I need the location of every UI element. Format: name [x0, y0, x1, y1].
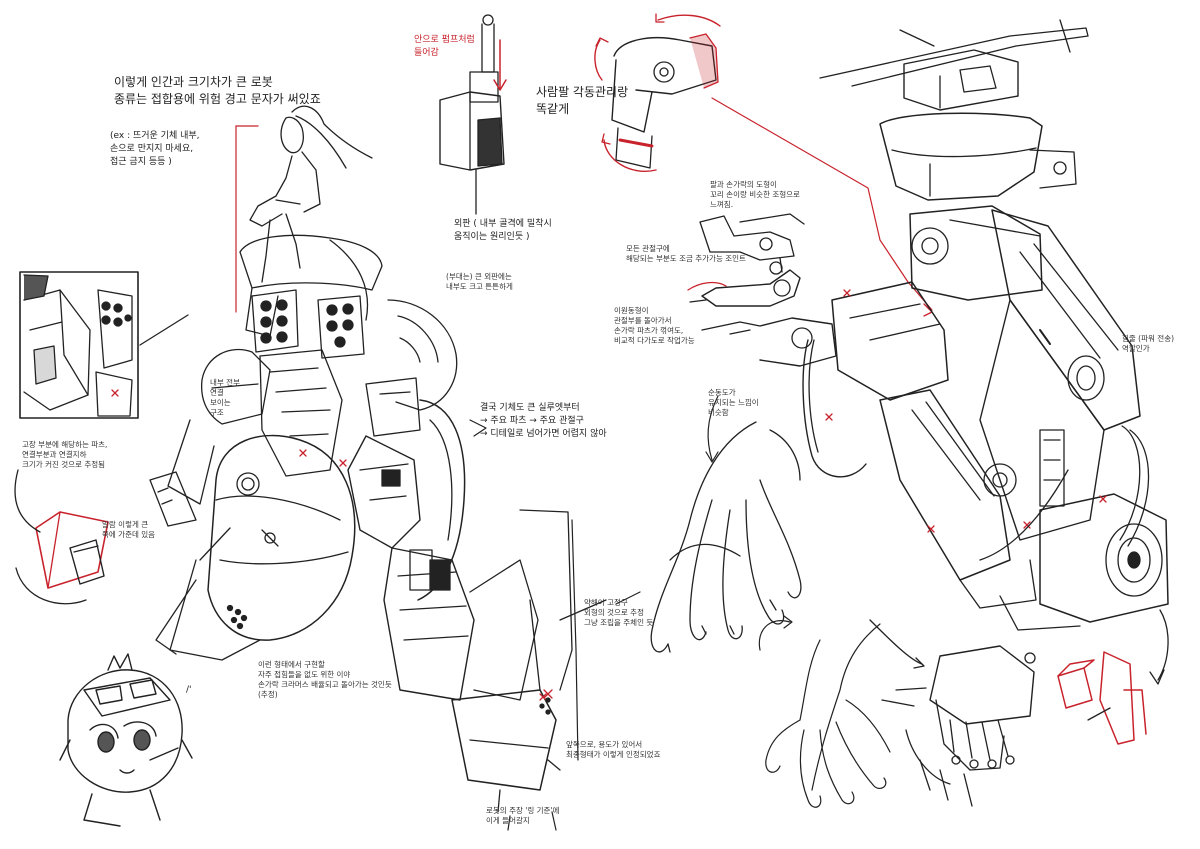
structure-note: 결국 기체도 큰 실루엣부터 → 주요 파츠 → 주요 관절구 → 디테일로 넘… — [480, 403, 607, 440]
example-note: (ex : 뜨거운 기체 내부, 손으로 만지지 마세요, 접근 금지 등등 ) — [110, 131, 200, 168]
bottom-shape-note: 이런 형태에서 구현할 자주 접힘들을 없도 위한 이야 손가락 크라머스 배율… — [258, 660, 392, 700]
speed-note: 순동도가 유지되는 느낌이 비슷함 — [708, 388, 759, 418]
joint-rotation-sketch — [594, 13, 721, 172]
small-mark: /' — [186, 685, 192, 695]
left-small-note: 알람 이렇게 큰 쪽에 가준데 있음 — [102, 520, 156, 540]
red-connector-line — [711, 97, 933, 311]
outer-panel-note: 외판 ( 내부 골격에 밀착시 움직이는 원리인듯 ) — [454, 219, 552, 243]
joint-rotation-note: 사람팔 각동관리랑 똑같게 — [536, 85, 629, 117]
arrow-marks — [469, 395, 793, 831]
detail-inset-panel — [19, 271, 189, 419]
mid-right-note: 약해이 고정구 외형의 것으로 추정 그냥 조립을 주체인 듯 — [584, 598, 654, 628]
hand-top-note: 팔과 손가락의 도형이 꼬리 손이랑 비슷한 조형으로 느껴짐. — [710, 180, 800, 210]
red-part-sketch-right — [1057, 651, 1147, 745]
intro-note: 이렇게 인간과 크기차가 큰 로봇 종류는 접합용에 위험 경고 문자가 써있죠 — [114, 75, 321, 107]
x-mark — [543, 689, 553, 699]
piston-note: 안으로 펌프처럼 들어감 — [414, 35, 475, 59]
left-parts-note: 고장 부분에 해당하는 파츠, 연결부분과 연결지하 크기가 커진 것으로 추정… — [22, 440, 108, 470]
right-note: 힘줄 (파워 전송) 역할인가 — [1122, 334, 1175, 354]
chibi-character — [59, 653, 193, 827]
piston-sketch — [439, 14, 507, 215]
seated-figure — [249, 105, 373, 283]
red-part-sketch-left — [14, 469, 109, 605]
creature-hand-sketch — [650, 421, 802, 653]
mid-small-note: 내부 전부 연결 보이는 구조 — [210, 378, 240, 418]
gripper-tool-sketch — [687, 213, 837, 367]
human-hand-sketch — [765, 623, 891, 808]
lower-note: 앞쪽으로, 용도가 있어서 최종형태가 이렇게 인정되었죠 — [566, 740, 661, 760]
bottom-note: 로봇의 주장 '링 기준'에 이게 들어갈지 — [486, 806, 560, 826]
big-panel-note: (부대는) 큰 외판에는 내부도 크고 튼튼하게 — [446, 272, 513, 292]
right-robot-arm — [802, 19, 1169, 631]
red-center-note: 이원동형이 관절부를 돌아가서 손가락 파츠가 꺾여도, 비교적 다가도로 작업… — [614, 306, 695, 346]
mech-hand-sketch — [869, 619, 1036, 807]
main-robot-body — [149, 105, 607, 813]
joint-note: 모든 관절구에 해당되는 부분도 조금 추가가능 조인트 — [626, 244, 746, 264]
